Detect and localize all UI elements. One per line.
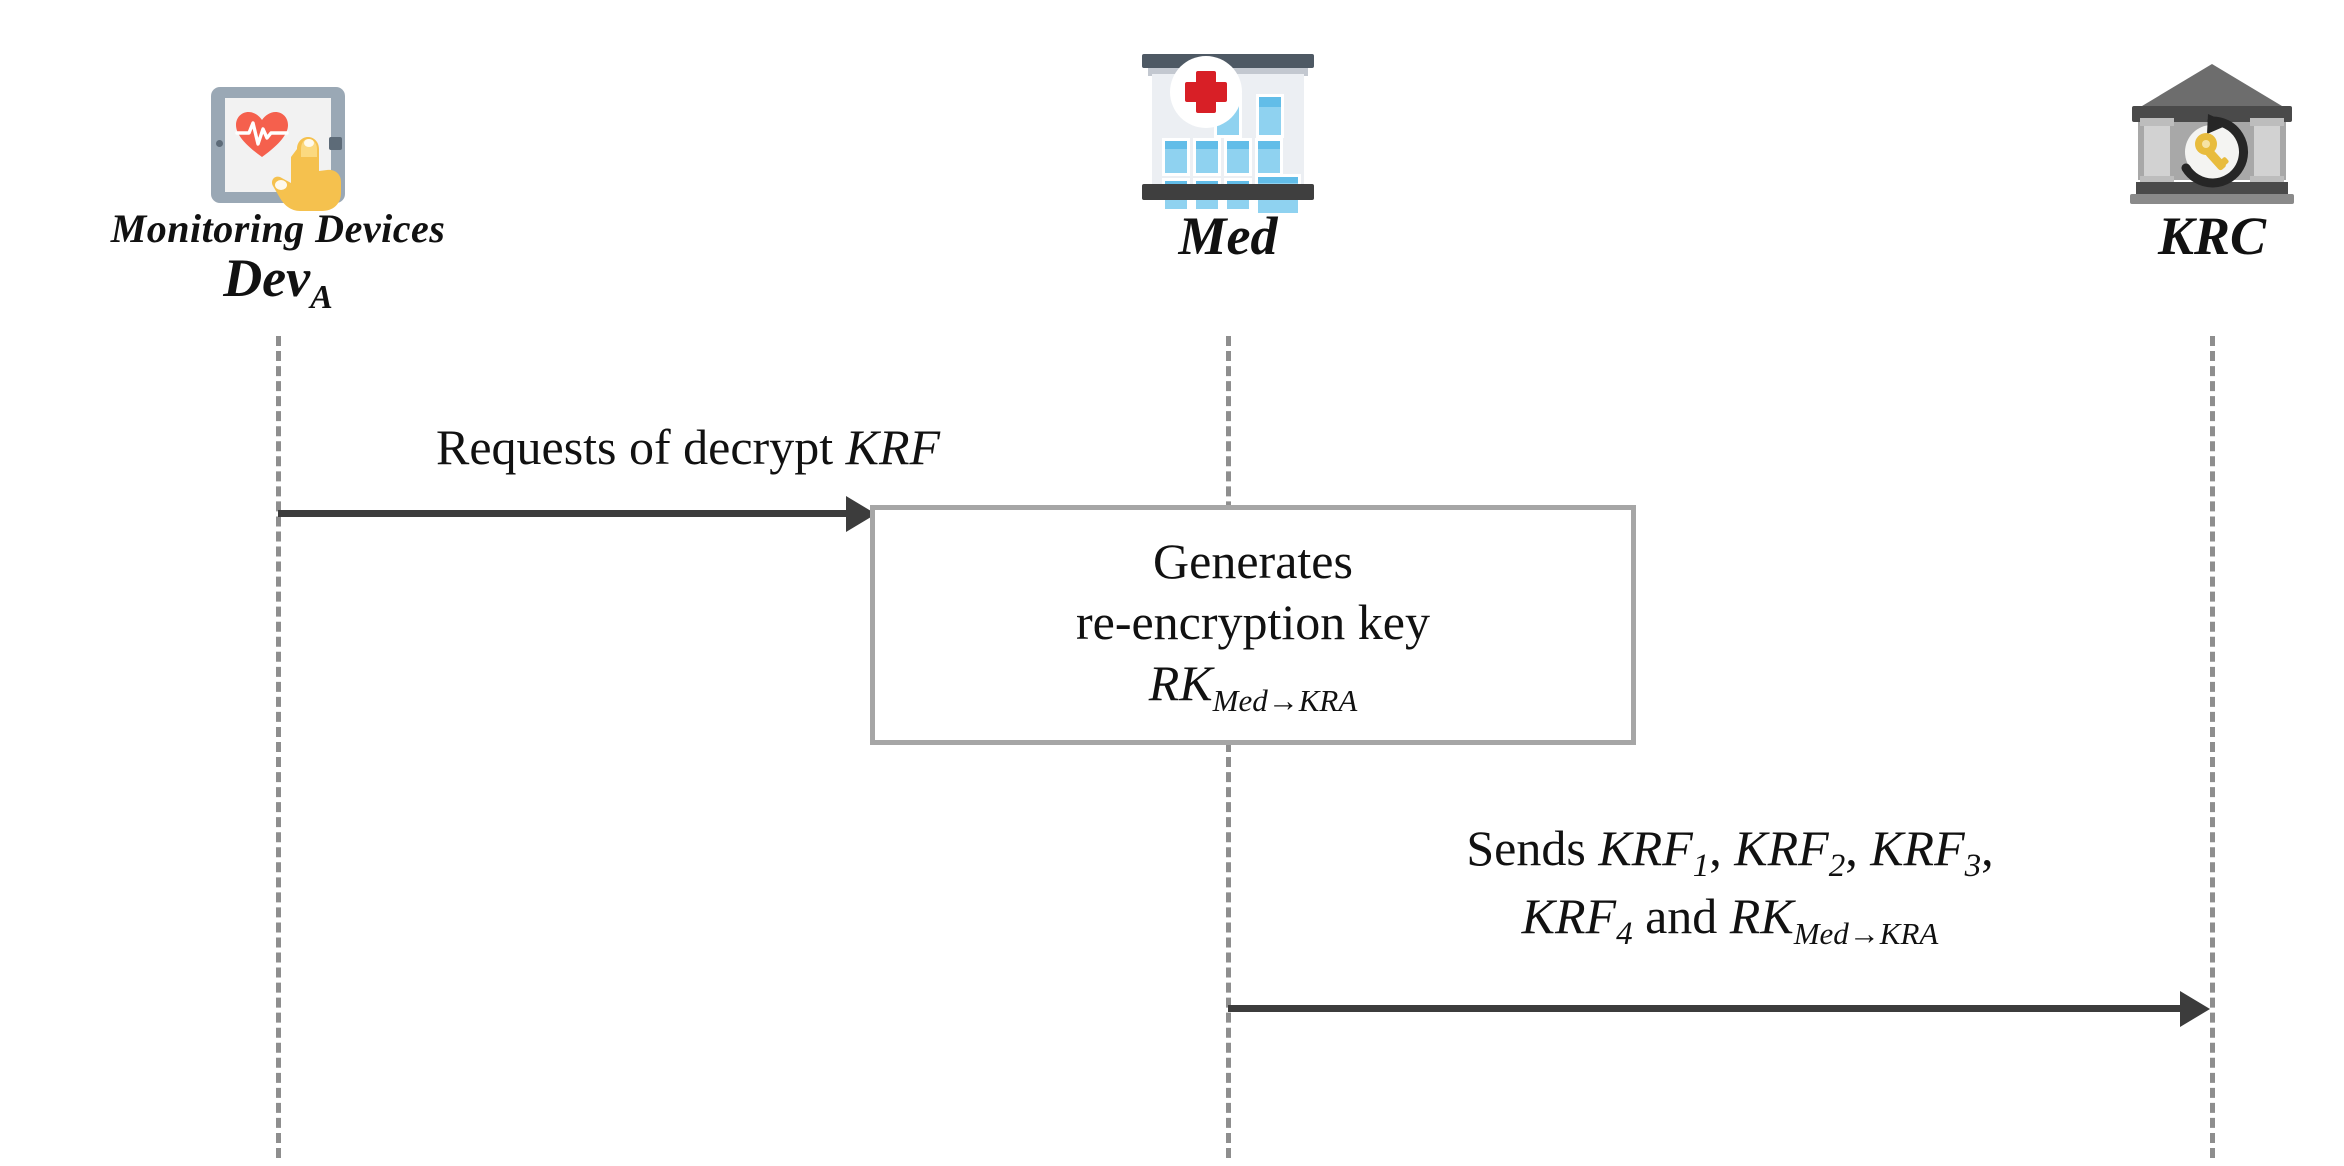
- recovery-arrow-head: [2207, 114, 2230, 134]
- note-line-2: re-encryption key: [1075, 593, 1430, 650]
- actor-krc-label: KRC: [1952, 208, 2344, 265]
- actor-krc[interactable]: KRC: [1952, 18, 2344, 265]
- actor-dev-label: DevA: [18, 250, 538, 315]
- tablet-heartbeat-touch-icon: [203, 83, 353, 211]
- key-tooth: [2218, 157, 2229, 167]
- message-1-label: Requests of decrypt KRF: [278, 418, 1098, 477]
- actor-krc-icon-wrap: [1952, 18, 2344, 208]
- message-2-arrowhead: [2180, 991, 2210, 1027]
- message-2-krf-3: KRF: [1870, 820, 1965, 876]
- message-2-krf-4-sub: 4: [1616, 916, 1633, 953]
- actor-med-name: Med: [1178, 206, 1278, 266]
- hospital-window: [1224, 138, 1252, 176]
- lifeline-dev: [276, 336, 281, 1158]
- actor-krc-name: KRC: [2157, 206, 2267, 266]
- tablet-camera-dot: [216, 140, 223, 147]
- lifeline-med: [1226, 336, 1231, 1158]
- message-2-prefix: Sends: [1466, 820, 1599, 876]
- message-2-rk: RK: [1729, 888, 1794, 945]
- lifeline-krc: [2210, 336, 2215, 1158]
- actor-med-label: Med: [968, 208, 1488, 265]
- message-2-krf-3-sub: 3: [1964, 848, 1982, 884]
- bank-plinth: [2136, 182, 2288, 196]
- heartbeat-icon: [235, 112, 289, 157]
- pointing-finger-icon: [271, 137, 341, 211]
- actor-med-icon-wrap: [968, 18, 1488, 216]
- message-2-sep-1: ,: [1709, 820, 1735, 876]
- hospital-window: [1255, 138, 1283, 176]
- message-2-krf-2: KRF: [1734, 820, 1829, 876]
- message-2-sep-3: ,: [1981, 820, 1994, 876]
- message-2-krf-1: KRF: [1598, 820, 1693, 876]
- message-2-sep-2: ,: [1845, 820, 1871, 876]
- message-2-krf-4: KRF: [1521, 888, 1617, 945]
- message-2-conjunction: and: [1632, 888, 1730, 945]
- note-line-3: RKMed→KRA: [1076, 653, 1430, 720]
- bank-column: [2254, 120, 2280, 182]
- hospital-window: [1193, 138, 1221, 176]
- message-1-prefix: Requests of decrypt: [435, 419, 846, 475]
- bank-step: [2130, 194, 2294, 204]
- message-2-krf-2-sub: 2: [1828, 848, 1846, 884]
- message-1-term: KRF: [845, 419, 941, 475]
- bank-pediment: [2132, 64, 2292, 112]
- message-2-label: Sends KRF1, KRF2, KRF3, KRF4 and RKMed→K…: [1250, 818, 2210, 955]
- actor-dev-caption: Monitoring Devices: [110, 206, 446, 251]
- bank-column: [2144, 120, 2170, 182]
- note-generates-rekey-text: Generates re-encryption key RKMed→KRA: [1076, 531, 1430, 720]
- message-2-line-1: Sends KRF1, KRF2, KRF3,: [1250, 818, 2210, 886]
- note-generates-rekey: Generates re-encryption key RKMed→KRA: [870, 505, 1636, 745]
- actor-dev[interactable]: Monitoring Devices DevA: [18, 18, 538, 315]
- actor-dev-name: Dev: [223, 248, 311, 308]
- message-2-line-2: KRF4 and RKMed→KRA: [1250, 886, 2210, 954]
- hospital-base: [1142, 184, 1314, 200]
- actor-med[interactable]: Med: [968, 18, 1488, 265]
- hospital-window: [1256, 94, 1284, 138]
- hospital-window: [1162, 138, 1190, 176]
- note-line-1: Generates: [1153, 532, 1353, 589]
- note-line-3-base: RK: [1148, 654, 1213, 711]
- hospital-icon: [1130, 38, 1326, 216]
- bank-key-svg: [2130, 64, 2294, 204]
- message-2-krf-1-sub: 1: [1692, 848, 1710, 884]
- tablet-button: [329, 137, 342, 150]
- message-2-rk-sub: Med→KRA: [1793, 916, 1939, 952]
- bank-key-recovery-icon: [2124, 56, 2300, 208]
- red-cross-horizontal: [1185, 82, 1227, 102]
- recovery-arc: [2181, 116, 2248, 188]
- message-2-line: [1228, 1005, 2188, 1012]
- message-1-line: [278, 510, 856, 517]
- note-line-3-sub: Med→KRA: [1212, 682, 1358, 718]
- actor-dev-icon-wrap: [18, 18, 538, 211]
- actor-dev-name-sub: A: [310, 278, 333, 316]
